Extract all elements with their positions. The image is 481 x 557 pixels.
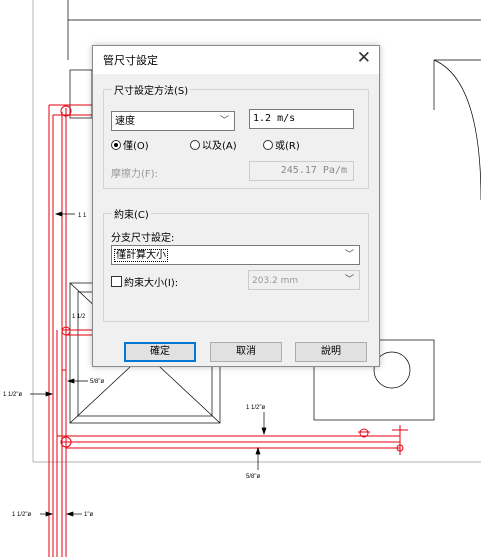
restrict-size-checkbox[interactable]: 約束大小(I):	[111, 274, 178, 289]
radio-only[interactable]: 僅(O)	[111, 137, 149, 152]
chevron-down-icon: ﹀	[219, 116, 229, 126]
friction-value: 245.17 Pa/m	[280, 165, 347, 176]
chevron-down-icon: ﹀	[344, 275, 354, 285]
branch-sizing-value: 僅計算大小	[114, 249, 168, 262]
dialog-title: 管尺寸設定	[103, 54, 158, 67]
dim-label: 1 1	[78, 213, 87, 219]
friction-input: 245.17 Pa/m	[249, 161, 354, 181]
constraints-group: 約束(C) 分支尺寸設定: 僅計算大小 ﹀ 約束大小(I): 203.2 mm …	[103, 206, 369, 322]
radio-label: 以及(A)	[202, 141, 237, 152]
dim-label: 1 1/2"ø	[246, 405, 265, 411]
dim-label: 1 1/2"ø	[3, 392, 22, 398]
sizing-method-legend: 尺寸設定方法(S)	[112, 82, 191, 97]
branch-sizing-select[interactable]: 僅計算大小 ﹀	[111, 245, 360, 265]
cancel-button[interactable]: 取消	[210, 342, 282, 362]
radio-and[interactable]: 以及(A)	[190, 137, 237, 152]
constraints-legend: 約束(C)	[112, 206, 151, 221]
help-button[interactable]: 說明	[295, 342, 367, 362]
sizing-method-group: 尺寸設定方法(S) 速度 ﹀ 1.2 m/s 僅(O) 以及(A) 或(R) 摩…	[103, 82, 369, 189]
radio-dot	[263, 139, 273, 150]
radio-dot	[111, 139, 121, 150]
dim-label: 5/8"ø	[246, 474, 260, 480]
friction-label: 摩擦力(F):	[111, 169, 158, 180]
dim-label: 1"ø	[84, 512, 93, 518]
sizing-method-select[interactable]: 速度 ﹀	[111, 111, 235, 131]
sizing-method-value: 速度	[115, 116, 135, 127]
chevron-down-icon: ﹀	[344, 250, 354, 260]
radio-or[interactable]: 或(R)	[263, 137, 300, 152]
dim-label: 1 1/2"ø	[12, 512, 31, 518]
ok-button[interactable]: 確定	[124, 342, 196, 362]
dim-label: 5/8"ø	[90, 379, 104, 385]
radio-label: 或(R)	[275, 141, 300, 152]
radio-label: 僅(O)	[123, 141, 149, 152]
restrict-size-select: 203.2 mm ﹀	[248, 270, 360, 290]
close-icon[interactable]: ✕	[356, 48, 371, 68]
pipe-sizing-dialog: 管尺寸設定 ✕ 尺寸設定方法(S) 速度 ﹀ 1.2 m/s 僅(O) 以及(A…	[92, 45, 380, 367]
velocity-value: 1.2 m/s	[253, 113, 296, 124]
restrict-size-value: 203.2 mm	[252, 276, 299, 286]
checkbox-box	[111, 276, 122, 287]
dim-label: 1 1/2	[72, 314, 86, 320]
radio-dot	[190, 139, 200, 150]
dialog-titlebar[interactable]: 管尺寸設定 ✕	[93, 46, 379, 74]
branch-sizing-label: 分支尺寸設定:	[111, 233, 175, 244]
velocity-input[interactable]: 1.2 m/s	[249, 109, 354, 129]
restrict-size-label: 約束大小(I):	[124, 278, 179, 289]
